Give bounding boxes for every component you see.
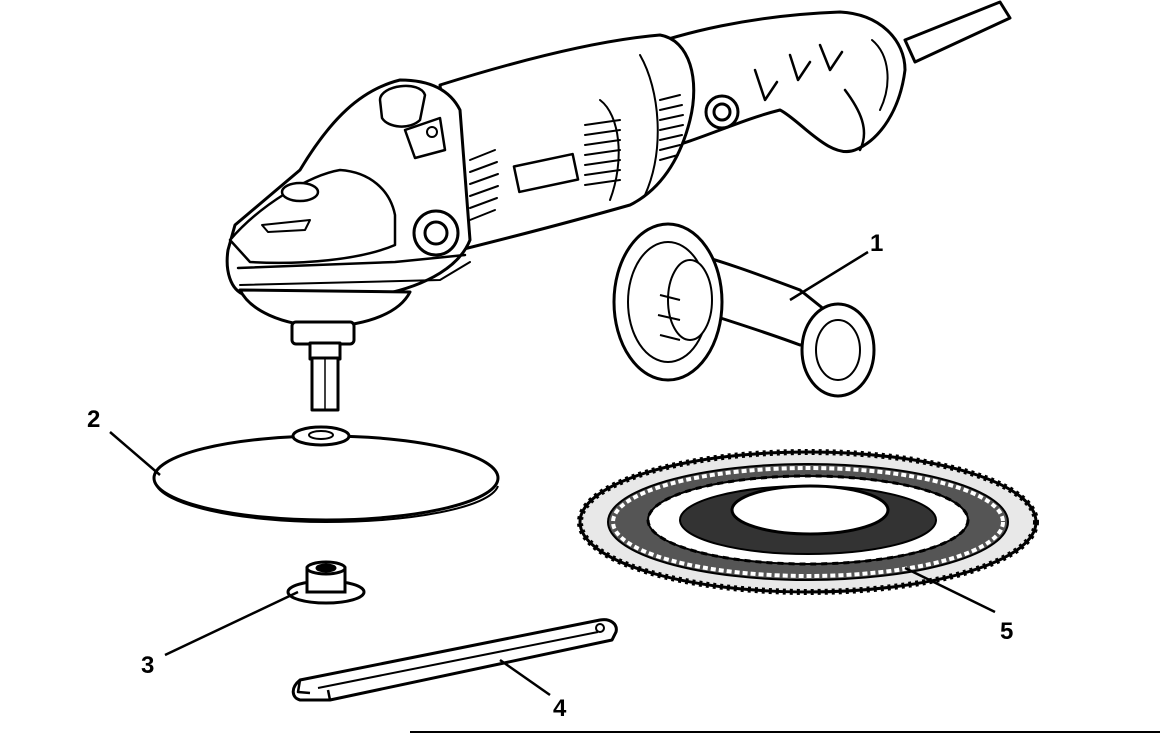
callout-label-5: 5 xyxy=(1000,618,1014,645)
power-cord xyxy=(905,2,1010,62)
callout-label-4: 4 xyxy=(553,695,567,722)
leader-line-4 xyxy=(500,660,550,695)
vent-slots xyxy=(470,95,683,220)
polisher-tool xyxy=(227,2,1010,410)
leader-line-5 xyxy=(905,568,995,612)
callout-label-1: 1 xyxy=(870,230,884,257)
motor-housing xyxy=(440,35,694,250)
spindle-nut xyxy=(288,562,364,603)
backing-pad xyxy=(154,427,498,522)
leader-line-2 xyxy=(110,432,160,475)
spanner-wrench xyxy=(293,620,616,700)
wool-polishing-bonnet xyxy=(580,452,1036,592)
leader-lines xyxy=(110,252,995,695)
side-handle xyxy=(614,224,874,396)
callout-label-3: 3 xyxy=(141,652,155,679)
leader-line-1 xyxy=(790,252,868,300)
callout-label-2: 2 xyxy=(87,406,101,433)
leader-line-3 xyxy=(165,592,298,655)
